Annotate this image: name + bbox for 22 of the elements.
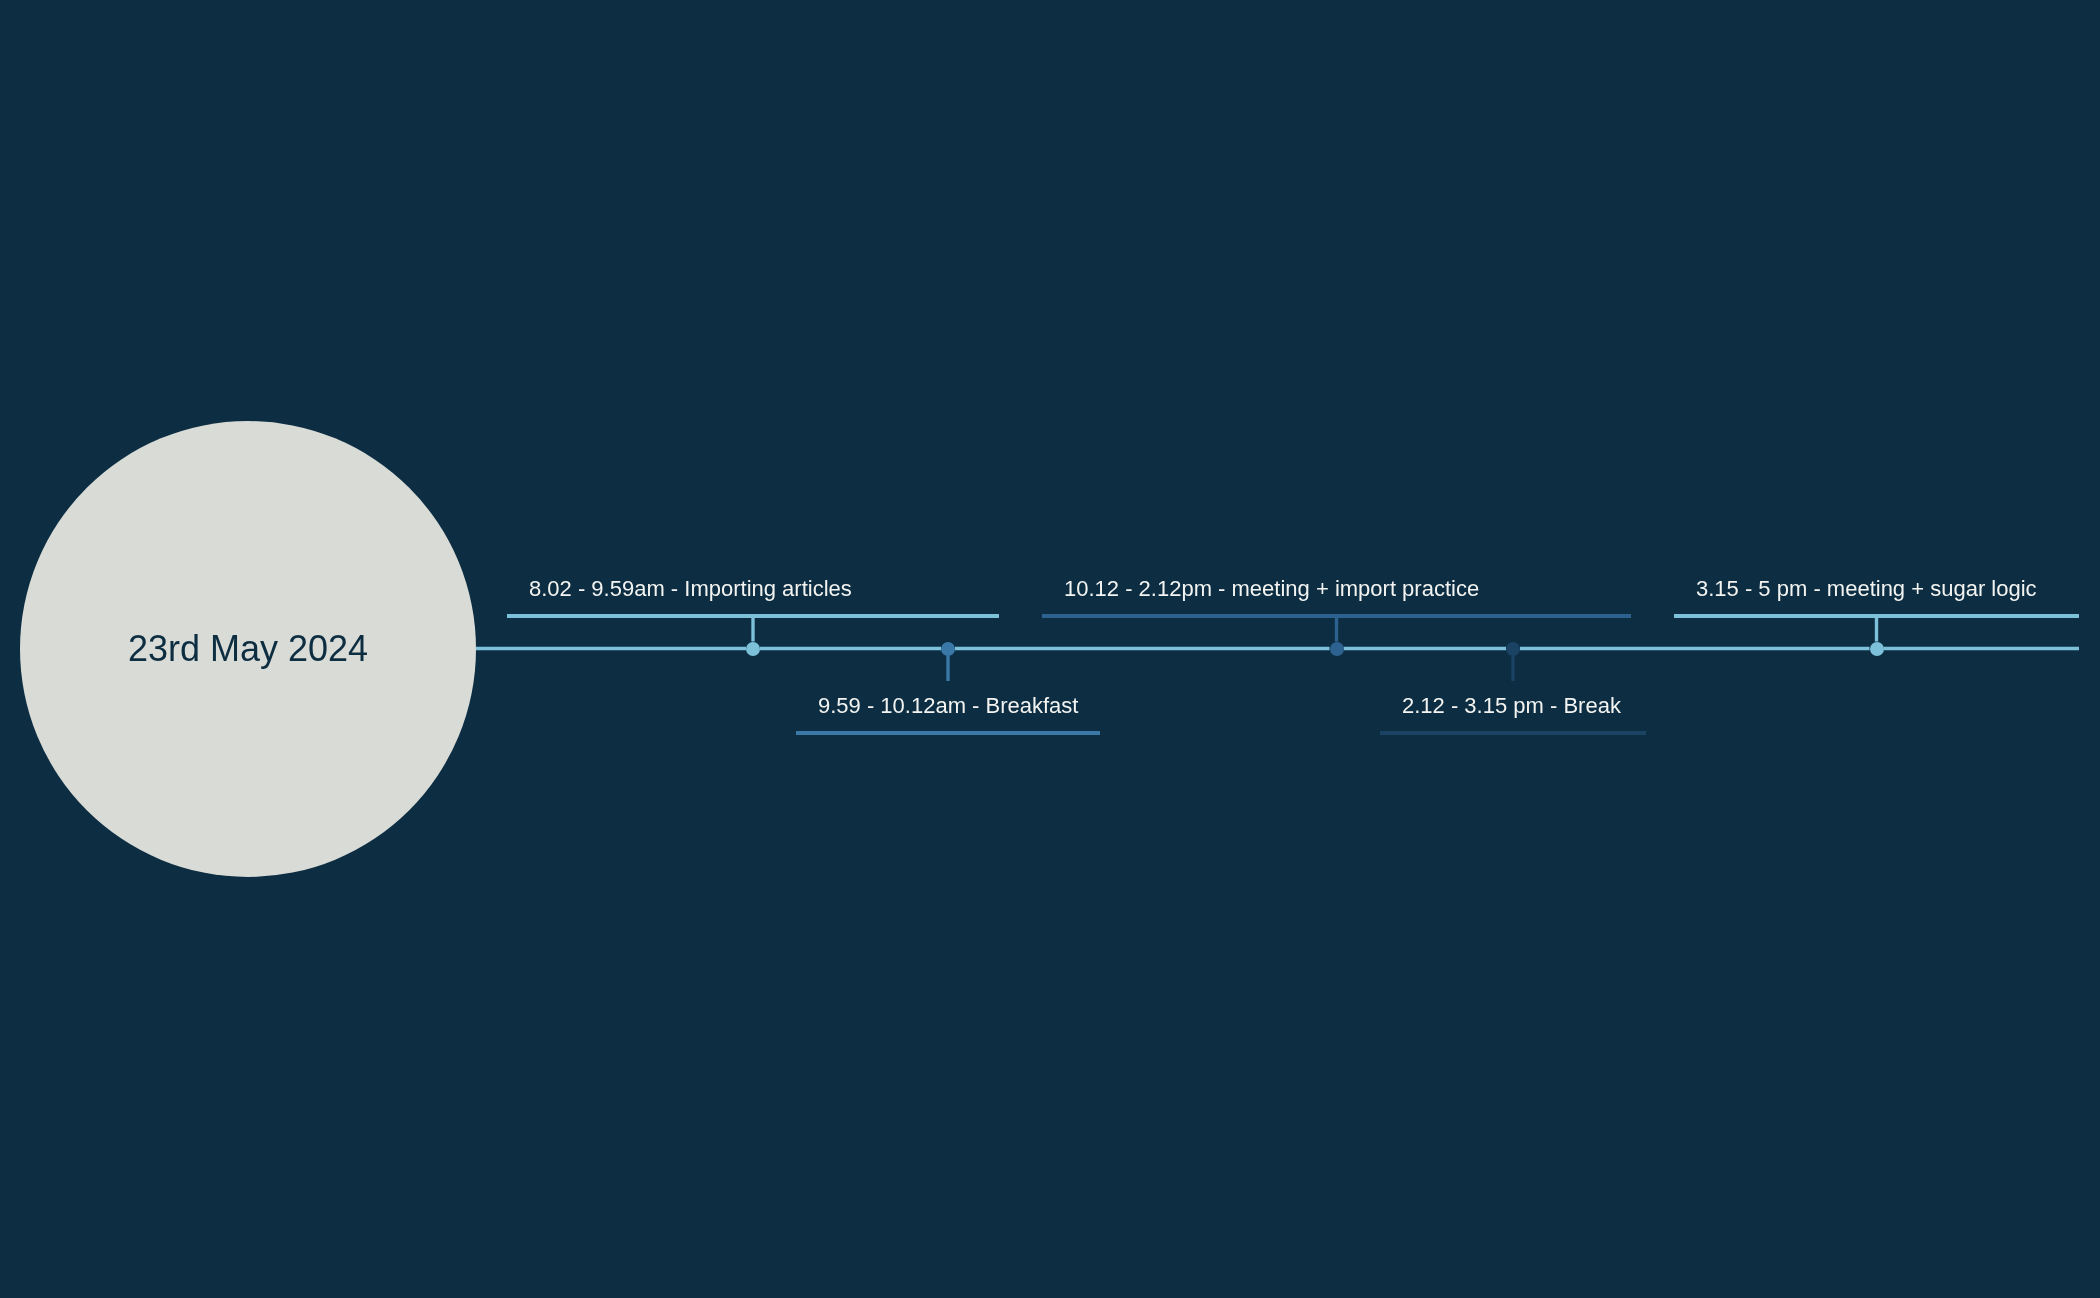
timeline-dot-icon — [1506, 641, 1520, 656]
connector-line — [1511, 655, 1515, 681]
timeline-line — [476, 646, 746, 651]
timeline-dot-icon — [1329, 641, 1344, 656]
timeline-dot-icon — [941, 641, 955, 656]
timeline-line — [1883, 646, 2079, 651]
timeline-event: 9.59 - 10.12am - Breakfast — [796, 681, 1100, 735]
timeline-event: 3.15 - 5 pm - meeting + sugar logic — [1674, 570, 2079, 618]
timeline-dot-icon — [746, 641, 760, 656]
timeline-line — [1343, 646, 1506, 651]
connector-line — [1334, 618, 1339, 642]
connector-line — [946, 655, 950, 681]
timeline-line — [760, 646, 941, 651]
date-circle: 23rd May 2024 — [20, 420, 476, 877]
timeline-line — [955, 646, 1330, 651]
timeline-event: 2.12 - 3.15 pm - Break — [1380, 681, 1646, 735]
connector-line — [751, 618, 755, 642]
timeline-event: 10.12 - 2.12pm - meeting + import practice — [1042, 570, 1631, 618]
timeline-dot-icon — [1869, 641, 1884, 656]
connector-line — [1874, 618, 1879, 642]
timeline-line — [1520, 646, 1870, 651]
timeline-event: 8.02 - 9.59am - Importing articles — [507, 570, 999, 618]
